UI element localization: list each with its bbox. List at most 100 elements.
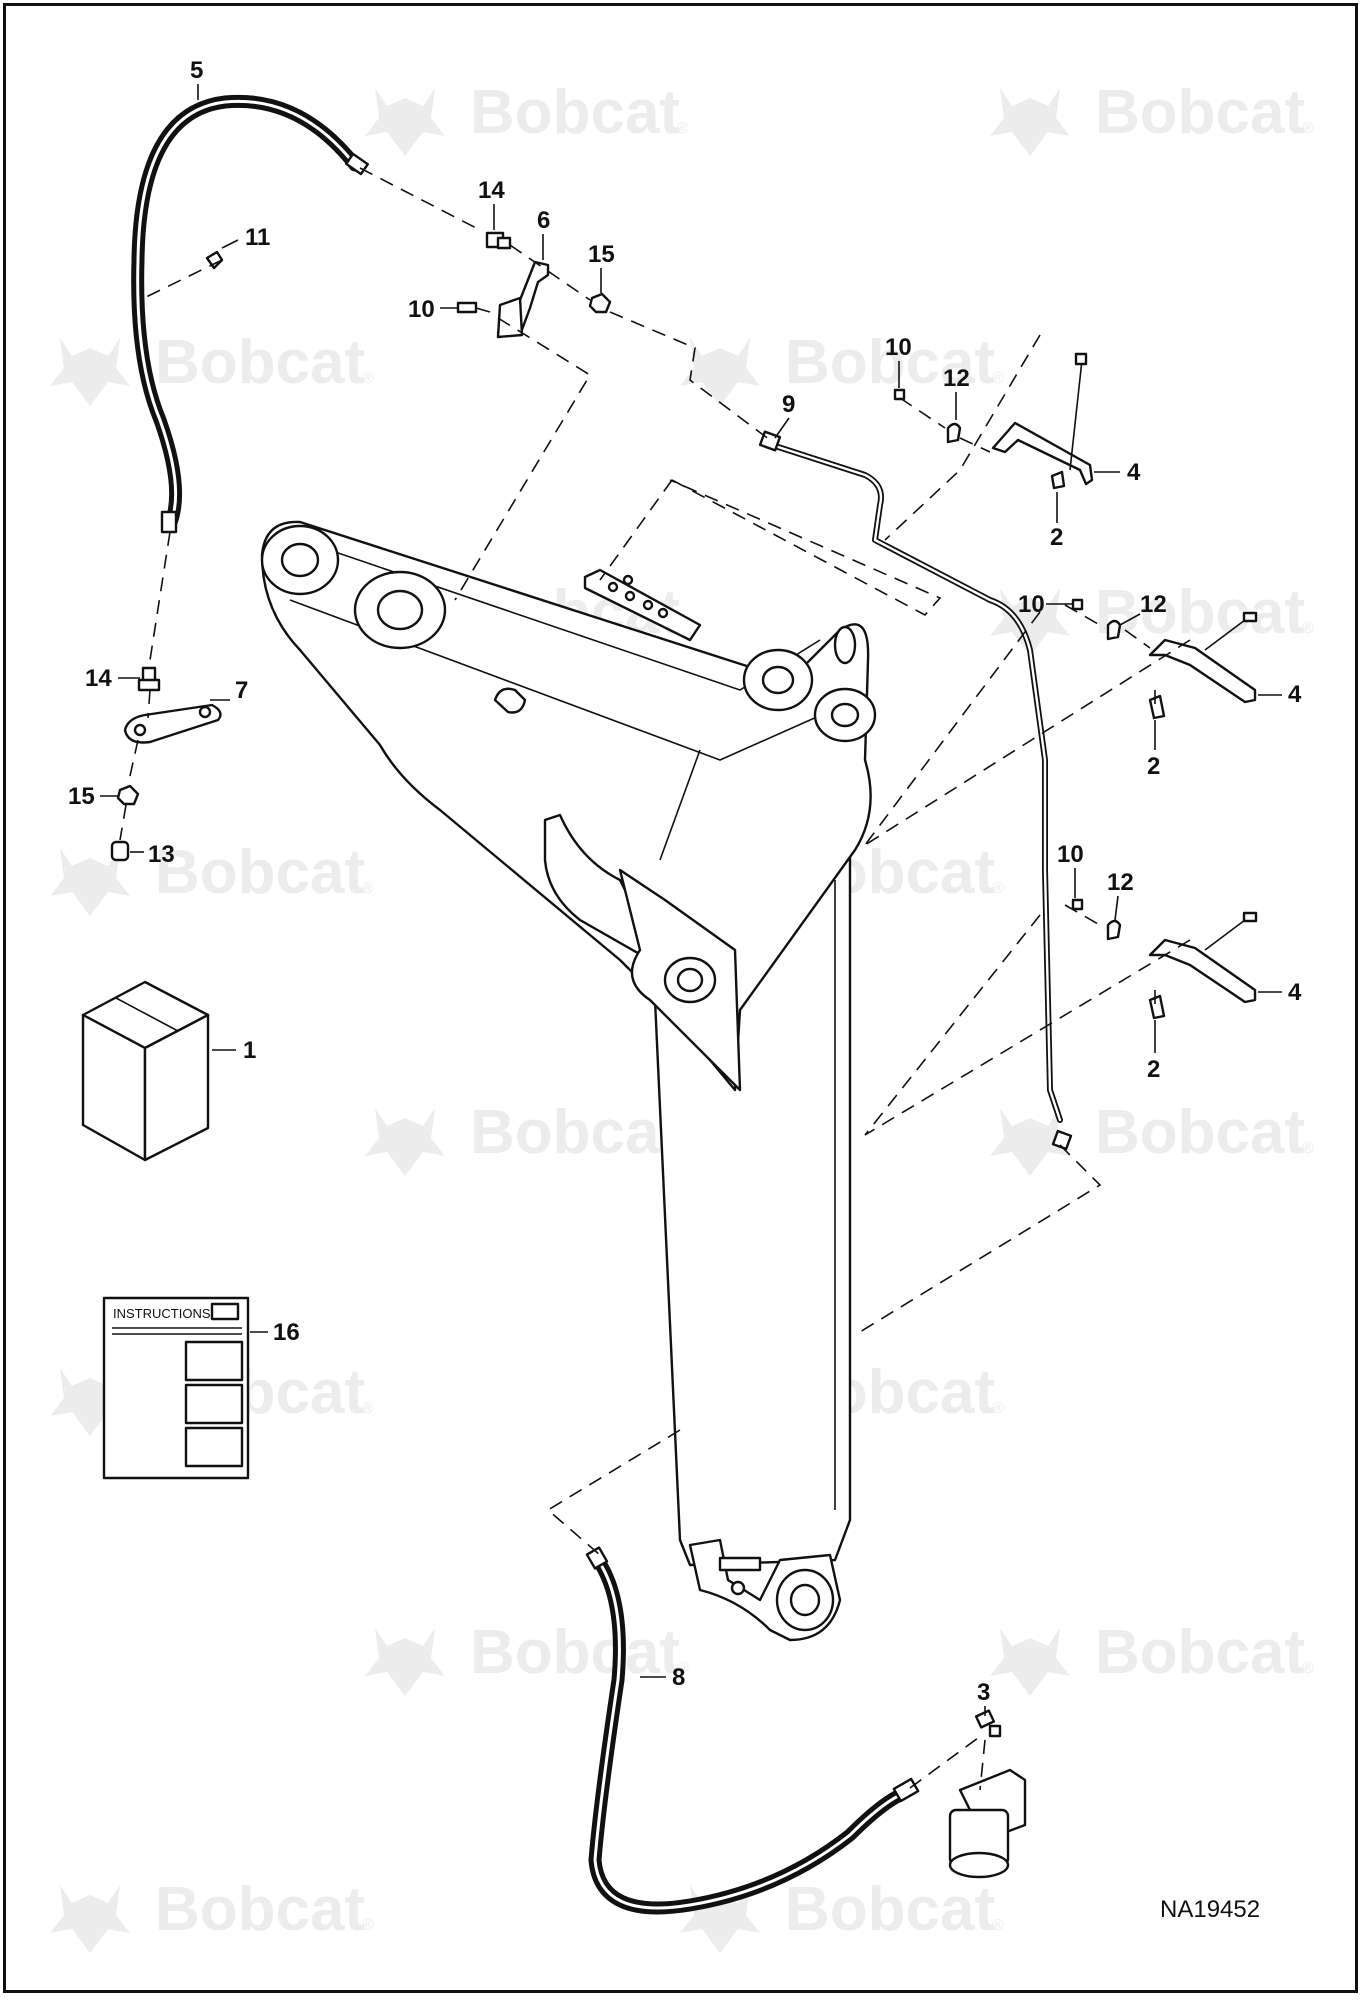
watermark-registered-mark: ®	[1302, 1140, 1314, 1157]
callout-12-low: 12	[1107, 869, 1134, 896]
bobcat-watermark: Bobcat®	[680, 328, 1004, 406]
mounting-plate	[583, 568, 702, 642]
watermark-brand-text: Bobcat	[155, 328, 365, 397]
watermark-registered-mark: ®	[362, 1400, 374, 1417]
callout-4-low: 4	[1288, 979, 1302, 1006]
bobcat-logo-icon	[365, 1108, 445, 1176]
bobcat-logo-icon	[990, 588, 1070, 656]
fitting-14-left	[137, 666, 161, 692]
document-number: NA19452	[1160, 1896, 1260, 1923]
bobcat-watermark: Bobcat®	[365, 1618, 689, 1696]
watermark-brand-text: Bobcat	[155, 1875, 365, 1944]
fitting-14-top	[485, 231, 512, 250]
dashed-connectors	[119, 167, 1191, 1791]
callout-labels: 5 11 14 6 15 10 10 12 9 4 2 10 12 4 2 10…	[68, 57, 1302, 1716]
plate-7	[123, 703, 222, 744]
hose-8	[585, 1546, 920, 1915]
callout-13: 13	[148, 841, 175, 868]
bobcat-logo-icon	[50, 1885, 130, 1953]
bobcat-watermark: Bobcat®	[990, 578, 1314, 656]
callout-1: 1	[243, 1037, 256, 1064]
bobcat-logo-icon	[680, 338, 760, 406]
watermark-registered-mark: ®	[1302, 1660, 1314, 1677]
callout-15-left: 15	[68, 783, 95, 810]
bracket-6	[496, 260, 550, 339]
watermark-brand-text: Bobcat	[785, 328, 995, 397]
watermark-brand-text: Bobcat	[1095, 578, 1305, 647]
bobcat-watermark: Bobcat®	[50, 1875, 374, 1953]
watermark-brand-text: Bobcat	[1095, 78, 1305, 147]
clamp-assembly-low	[1071, 898, 1258, 1020]
watermark-registered-mark: ®	[677, 1660, 689, 1677]
cap-13	[110, 840, 130, 862]
callout-14-left: 14	[85, 665, 112, 692]
callout-2-low: 2	[1147, 1056, 1160, 1083]
callout-14-top: 14	[478, 177, 505, 204]
callout-16: 16	[273, 1319, 300, 1346]
callout-6: 6	[537, 207, 550, 234]
clamp-assembly-top	[893, 352, 1094, 490]
bobcat-watermark: Bobcat®	[365, 78, 689, 156]
clamp-assembly-mid	[1071, 598, 1258, 720]
nut-15-top	[588, 292, 612, 314]
callout-2-top: 2	[1050, 524, 1063, 551]
nut-15-left	[116, 784, 140, 806]
callout-4-mid: 4	[1288, 681, 1302, 708]
callout-7: 7	[235, 677, 248, 704]
callout-4-top: 4	[1127, 459, 1141, 486]
watermark-registered-mark: ®	[1302, 120, 1314, 137]
bobcat-logo-icon	[990, 1108, 1070, 1176]
watermark-brand-text: Bobcat	[470, 1618, 680, 1687]
connector-3	[974, 1709, 1002, 1738]
callout-15-top: 15	[588, 241, 615, 268]
bobcat-logo-icon	[990, 1628, 1070, 1696]
callout-9: 9	[782, 391, 795, 418]
kit-box-1	[81, 980, 210, 1162]
bobcat-logo-icon	[365, 88, 445, 156]
bobcat-watermark: Bobcat®	[990, 78, 1314, 156]
watermark-brand-text: Bobcat	[1095, 1098, 1305, 1167]
bobcat-watermark: Bobcat®	[680, 1875, 1004, 1953]
bobcat-watermark: Bobcat®	[50, 838, 374, 916]
callout-5: 5	[190, 57, 203, 84]
callout-10-top-right: 10	[885, 334, 912, 361]
callout-10-top-left: 10	[408, 296, 435, 323]
watermark-registered-mark: ®	[1302, 620, 1314, 637]
callout-2-mid: 2	[1147, 753, 1160, 780]
watermark-brand-text: Bobcat	[470, 78, 680, 147]
watermark-registered-mark: ®	[362, 1917, 374, 1934]
callout-3: 3	[977, 1679, 990, 1706]
watermark-brand-text: Bobcat	[155, 838, 365, 907]
hose-5	[131, 94, 370, 534]
bobcat-logo-icon	[365, 1628, 445, 1696]
watermark-brand-text: Bobcat	[1095, 1618, 1305, 1687]
callout-12-mid: 12	[1140, 591, 1167, 618]
watermark-registered-mark: ®	[992, 370, 1004, 387]
excavator-arm	[260, 520, 877, 1642]
instructions-label: INSTRUCTIONS	[113, 1306, 211, 1321]
callout-10-low: 10	[1057, 841, 1084, 868]
bolt-10-top	[456, 301, 491, 314]
watermark-registered-mark: ®	[992, 1917, 1004, 1934]
watermark-registered-mark: ®	[677, 120, 689, 137]
instructions-document: INSTRUCTIONS	[102, 1296, 250, 1480]
watermark-brand-text: Bobcat	[470, 1098, 680, 1167]
bobcat-watermark: Bobcat®	[990, 1618, 1314, 1696]
tube-9	[758, 430, 1073, 1151]
watermark-registered-mark: ®	[992, 880, 1004, 897]
filter-housing	[948, 1768, 1027, 1879]
bobcat-watermark: Bobcat®	[365, 1098, 689, 1176]
callout-12-top: 12	[943, 365, 970, 392]
bobcat-logo-icon	[990, 88, 1070, 156]
callout-10-mid: 10	[1018, 591, 1045, 618]
watermark-layer: Bobcat®Bobcat®Bobcat®Bobcat®Bobcat®Bobca…	[50, 78, 1314, 1953]
watermark-brand-text: Bobcat	[785, 1875, 995, 1944]
callout-11: 11	[245, 224, 270, 251]
bobcat-logo-icon	[50, 338, 130, 406]
watermark-registered-mark: ®	[992, 1400, 1004, 1417]
bobcat-watermark: Bobcat®	[990, 1098, 1314, 1176]
watermark-registered-mark: ®	[362, 370, 374, 387]
bobcat-watermark: Bobcat®	[50, 328, 374, 406]
bobcat-logo-icon	[50, 848, 130, 916]
